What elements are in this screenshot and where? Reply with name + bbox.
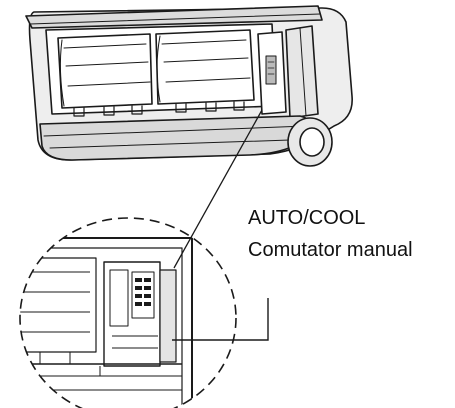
ac-indoor-unit — [25, 5, 353, 167]
filter-tabs — [73, 101, 245, 117]
callout-label-mode: AUTO/COOL — [248, 207, 366, 229]
air-filter-left — [57, 33, 153, 109]
callout-connector — [172, 298, 269, 341]
callout-label-switch: Comutator manual — [248, 239, 413, 261]
air-louver — [39, 115, 314, 161]
magnified-detail — [20, 237, 193, 408]
auto-cool-switch — [135, 278, 151, 306]
leader-line — [173, 109, 263, 269]
magnifier-circle — [19, 217, 237, 408]
